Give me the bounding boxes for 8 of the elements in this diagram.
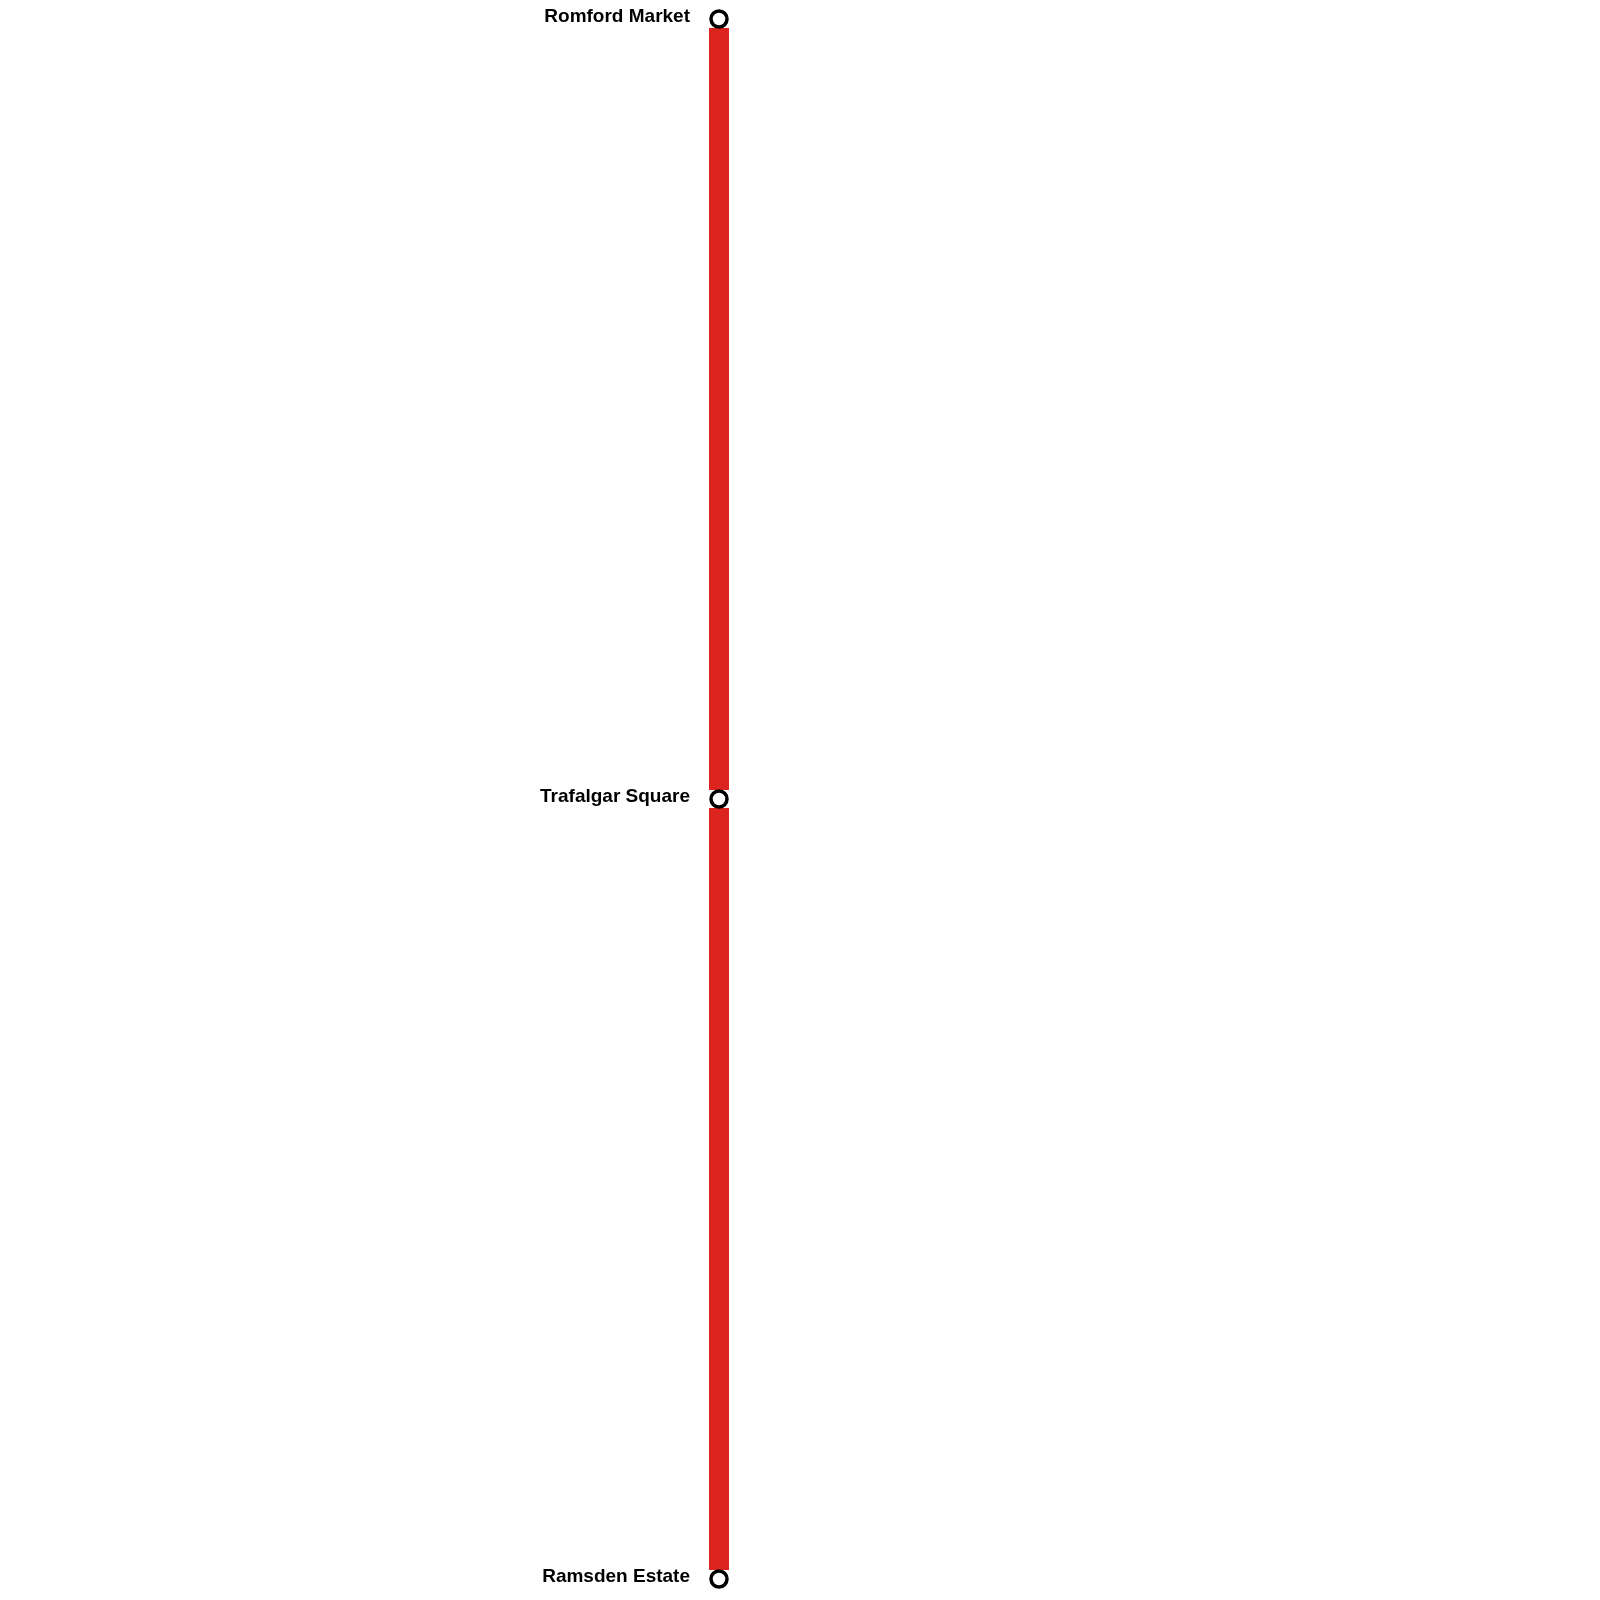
station-marker — [709, 789, 729, 809]
station-marker — [709, 1569, 729, 1589]
station-name: Romford Market — [544, 5, 690, 27]
station-name: Trafalgar Square — [540, 785, 690, 807]
station-name: Ramsden Estate — [542, 1565, 690, 1587]
line-segment — [709, 28, 729, 790]
station-marker — [709, 9, 729, 29]
line-segment — [709, 808, 729, 1570]
